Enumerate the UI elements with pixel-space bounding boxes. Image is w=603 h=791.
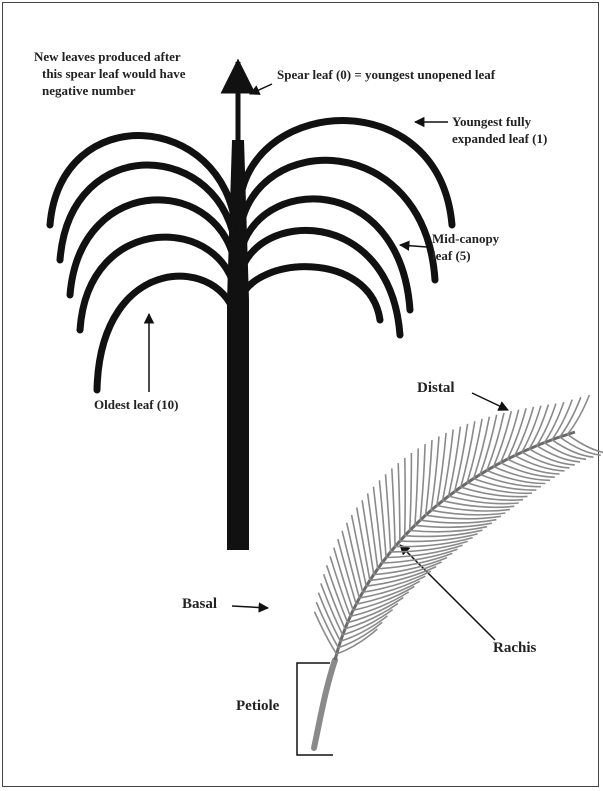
label-new-leaves-line3: negative number bbox=[42, 82, 136, 99]
leaflet bbox=[327, 565, 348, 622]
palm-trunk bbox=[227, 300, 249, 550]
leaflet bbox=[508, 459, 560, 474]
leaflet bbox=[426, 515, 501, 519]
leaflet bbox=[316, 602, 338, 648]
leaflet bbox=[315, 612, 337, 654]
leaflet bbox=[362, 500, 374, 574]
label-spear-leaf: Spear leaf (0) = youngest unopened leaf bbox=[277, 66, 495, 83]
spear-arrow bbox=[250, 84, 272, 94]
petiole bbox=[314, 660, 335, 748]
leaflet bbox=[544, 443, 586, 460]
label-basal: Basal bbox=[182, 596, 217, 613]
label-youngest-line2: expanded leaf (1) bbox=[452, 130, 547, 147]
leaf-arch-right-mid bbox=[240, 199, 410, 310]
basal-arrow bbox=[232, 606, 268, 608]
leaflet bbox=[537, 446, 580, 462]
label-mid-canopy-line2: leaf (5) bbox=[432, 247, 471, 264]
leaflet bbox=[392, 469, 395, 547]
leaflets bbox=[315, 395, 603, 654]
leaf-arch-right-5 bbox=[240, 267, 380, 320]
leaflet bbox=[443, 430, 454, 501]
leaflet bbox=[415, 448, 418, 525]
distal-arrow bbox=[472, 393, 508, 410]
leaflet bbox=[321, 583, 343, 635]
leaflet bbox=[501, 463, 555, 477]
label-rachis: Rachis bbox=[493, 640, 536, 657]
leaflet bbox=[386, 474, 391, 552]
leaflet bbox=[420, 444, 425, 520]
leaflet bbox=[426, 440, 432, 515]
leaflet bbox=[318, 593, 340, 642]
leaflet bbox=[415, 523, 492, 527]
leaflet bbox=[480, 475, 541, 487]
leaflet bbox=[515, 456, 565, 471]
leaflet bbox=[529, 449, 575, 465]
leaflet bbox=[487, 471, 546, 484]
leaf-arch-right-4 bbox=[240, 230, 400, 335]
label-petiole: Petiole bbox=[236, 698, 279, 715]
mid-canopy-arrow bbox=[400, 245, 427, 247]
leaflet bbox=[324, 574, 345, 629]
label-youngest-line1: Youngest fully bbox=[452, 113, 531, 130]
leaflet bbox=[560, 437, 601, 455]
leaf-arch-left-oldest bbox=[97, 276, 236, 390]
right-leaf-arches bbox=[240, 121, 452, 335]
leaflet bbox=[552, 440, 594, 458]
leaflet bbox=[400, 534, 478, 542]
label-new-leaves-line2: this spear leaf would have bbox=[42, 65, 186, 82]
leaflet bbox=[398, 463, 400, 541]
leaflet bbox=[522, 452, 570, 468]
left-leaf-arches bbox=[50, 136, 236, 390]
label-distal: Distal bbox=[417, 380, 455, 397]
leaflet bbox=[449, 427, 461, 497]
leaflet bbox=[568, 395, 590, 434]
palm-frond bbox=[314, 395, 603, 748]
leaf-arch-right-2 bbox=[240, 160, 435, 280]
leaflet bbox=[494, 467, 550, 481]
label-oldest-leaf: Oldest leaf (10) bbox=[94, 396, 178, 413]
leaflet bbox=[410, 453, 412, 531]
leaflet bbox=[420, 520, 496, 523]
label-new-leaves-line1: New leaves produced after bbox=[34, 48, 181, 65]
label-mid-canopy-line1: Mid-canopy bbox=[432, 230, 499, 247]
